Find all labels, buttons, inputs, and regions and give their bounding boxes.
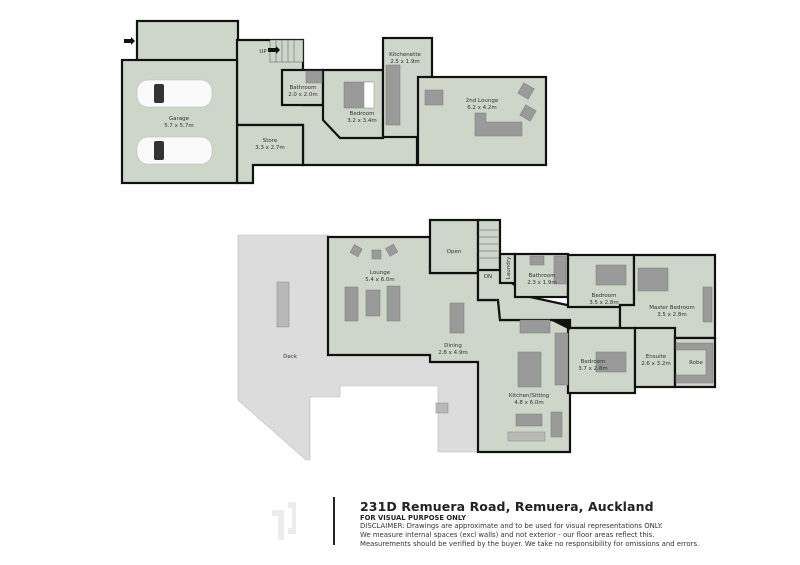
company-logo [272,502,296,540]
arrow-icon [268,46,280,54]
fridge-icon [519,319,551,334]
upper-floor: UP Garage 5.7 x 5.7m Store 3.3 x 2.7m Ba… [120,19,548,185]
disclaimer-line: We measure internal spaces (excl walls) … [360,531,655,539]
room-master-bedroom [618,253,717,340]
room-dims: 2.8 x 4.9m [438,350,468,356]
wardrobe-icon [385,64,401,126]
room-dims: 3.5 x 2.8m [657,312,687,318]
disclaimer-line: Measurements should be verified by the b… [360,540,700,548]
property-address: 231D Remuera Road, Remuera, Auckland [360,499,654,514]
stair-down-label: DN [484,274,492,280]
disclaimer-line: DISCLAIMER: Drawings are approximate and… [360,522,663,530]
entry-arrow-icon [124,37,135,45]
bed-icon [595,264,627,286]
footer-divider [333,497,335,545]
room-label: Kitchen/Sitting [509,393,549,399]
room-label: Bathroom [289,85,316,91]
vanity-icon [553,255,567,285]
room-label: Bedroom [350,111,375,117]
room-label: Kitchenette [389,52,421,58]
room-dims: 3.2 x 3.4m [347,118,377,124]
room-store [235,123,305,185]
room-label: Master Bedroom [649,305,694,311]
sofa-icon [386,285,401,322]
side-table-icon [371,249,382,260]
deck-label: Deck [283,354,298,360]
dresser-icon [702,286,713,323]
sofa-icon [507,431,546,442]
footer: 231D Remuera Road, Remuera, Auckland FOR… [360,499,699,549]
coffee-table-icon [365,289,381,317]
shower-icon [305,70,323,84]
toilet-icon [529,255,545,266]
sofa-icon [550,411,563,438]
room-dims: 3.5 x 2.8m [589,300,619,306]
room-label: Ensuite [646,354,667,360]
room-dims: 3.7 x 2.8m [578,366,608,372]
table-icon [515,413,543,427]
sofa-icon [344,286,359,322]
room-ensuite [633,326,677,389]
dining-table-icon [424,89,444,106]
stair-treads [478,229,500,259]
room-label: 2nd Lounge [466,98,499,104]
room-dims: 3.3 x 2.7m [255,145,285,151]
room-label: Bedroom [581,359,606,365]
room-dims: 6.2 x 4.2m [467,105,497,111]
bed-icon [637,267,669,292]
room-label: Dining [444,343,462,349]
room-open [428,218,480,275]
kitchen-island-icon [517,351,542,388]
lower-floor: Deck Open DN Laundry Robe Lounge 5.4 x 6… [237,218,717,461]
room-dims: 5.4 x 6.0m [365,277,395,283]
armchair-icon [385,243,399,257]
stairs-down [476,218,502,274]
room-dims: 2.0 x 2.0m [288,92,318,98]
armchair-icon [519,104,537,122]
armchair-icon [349,244,363,258]
robe-shelving-icon [675,342,714,384]
open-label: Open [447,249,462,255]
deck-table-icon [276,281,290,328]
visual-purpose-note: FOR VISUAL PURPOSE ONLY [360,514,467,522]
wall-block [550,320,570,330]
sofa-icon [474,112,523,137]
room-label: Store [263,138,278,144]
patio-table-icon [435,402,449,414]
car-icon [136,79,213,108]
dining-table-icon [449,302,465,334]
car-icon [136,136,213,165]
room-label: Lounge [370,270,391,276]
bed-icon [595,351,627,373]
room-dims: 5.7 x 5.7m [164,123,194,129]
kitchen-bench-icon [554,332,569,386]
laundry-label: Laundry [506,256,512,279]
room-dims: 4.8 x 6.0m [514,400,544,406]
pillow-icon [363,81,375,109]
robe-label: Robe [689,360,703,366]
room-label: Garage [169,116,190,122]
entry-area [135,19,240,63]
armchair-icon [517,82,535,100]
room-dims: 2.5 x 1.9m [390,59,420,65]
stair-up-label: UP [259,49,267,55]
room-label: Bedroom [592,293,617,299]
stairs-up [269,39,304,63]
room-dims: 2.3 x 1.9m [527,280,557,286]
room-dims: 2.6 x 3.2m [641,361,671,367]
room-label: Bathroom [528,273,555,279]
